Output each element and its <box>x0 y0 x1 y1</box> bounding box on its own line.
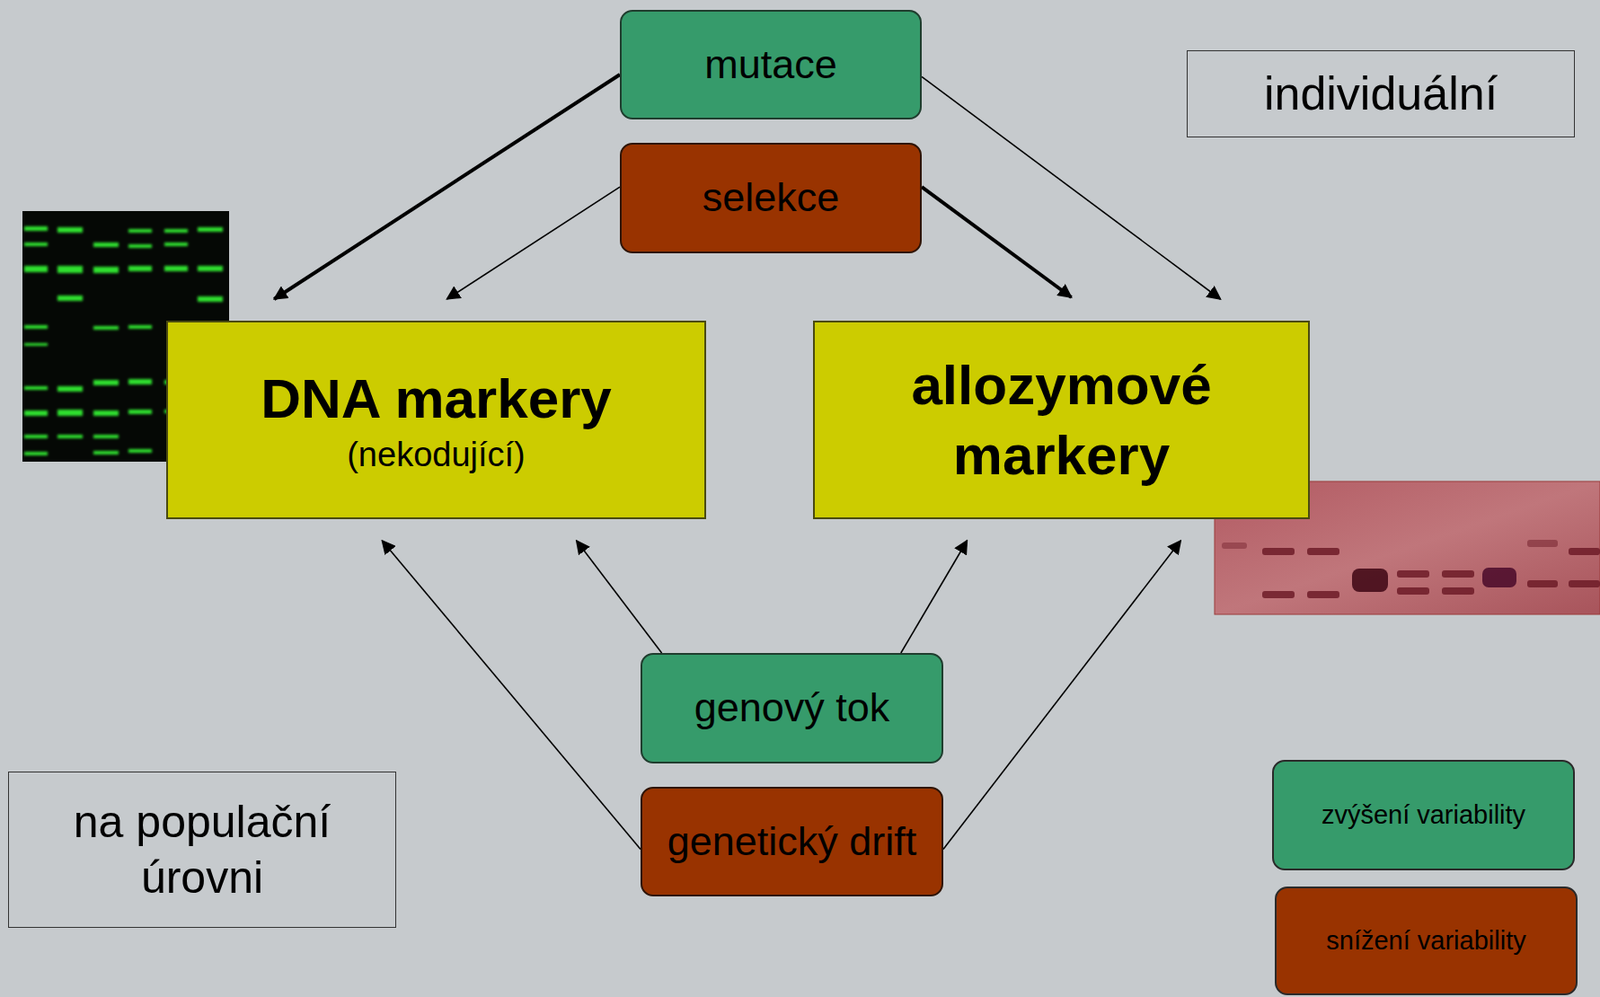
node-title: genetický drift <box>667 816 918 867</box>
node-title: na populační úrovni <box>21 794 383 907</box>
arrow-connector <box>274 74 620 300</box>
node-title: DNA markery <box>260 363 612 434</box>
legend-text: snížení variability <box>1325 926 1526 956</box>
process-box: genový tok <box>640 653 944 764</box>
node-title: selekce <box>702 172 840 223</box>
legend-swatch: snížení variability <box>1274 886 1578 996</box>
arrow-connector <box>901 540 968 654</box>
node-subtitle: (nekodující) <box>346 433 526 478</box>
process-box: mutace <box>619 9 922 120</box>
legend-text: zvýšení variability <box>1321 800 1526 831</box>
node-title: genový tok <box>694 682 891 734</box>
arrow-connector <box>576 540 663 654</box>
process-box: selekce <box>619 142 922 254</box>
process-box: genetický drift <box>640 786 944 897</box>
node-title: individuální <box>1264 64 1498 124</box>
arrow-connector <box>921 186 1072 298</box>
arrow-connector <box>447 186 620 300</box>
node-title: allozymové markery <box>827 350 1296 490</box>
legend-swatch: zvýšení variability <box>1272 760 1575 871</box>
level-label-box: individuální <box>1186 50 1575 138</box>
arrow-connector <box>381 540 641 850</box>
arrow-connector <box>921 76 1220 300</box>
level-label-box: na populační úrovni <box>8 771 397 929</box>
node-title: mutace <box>704 39 838 90</box>
marker-box: allozymové markery <box>813 320 1310 520</box>
marker-box: DNA markery(nekodující) <box>166 320 707 520</box>
arrow-connector <box>943 540 1181 850</box>
